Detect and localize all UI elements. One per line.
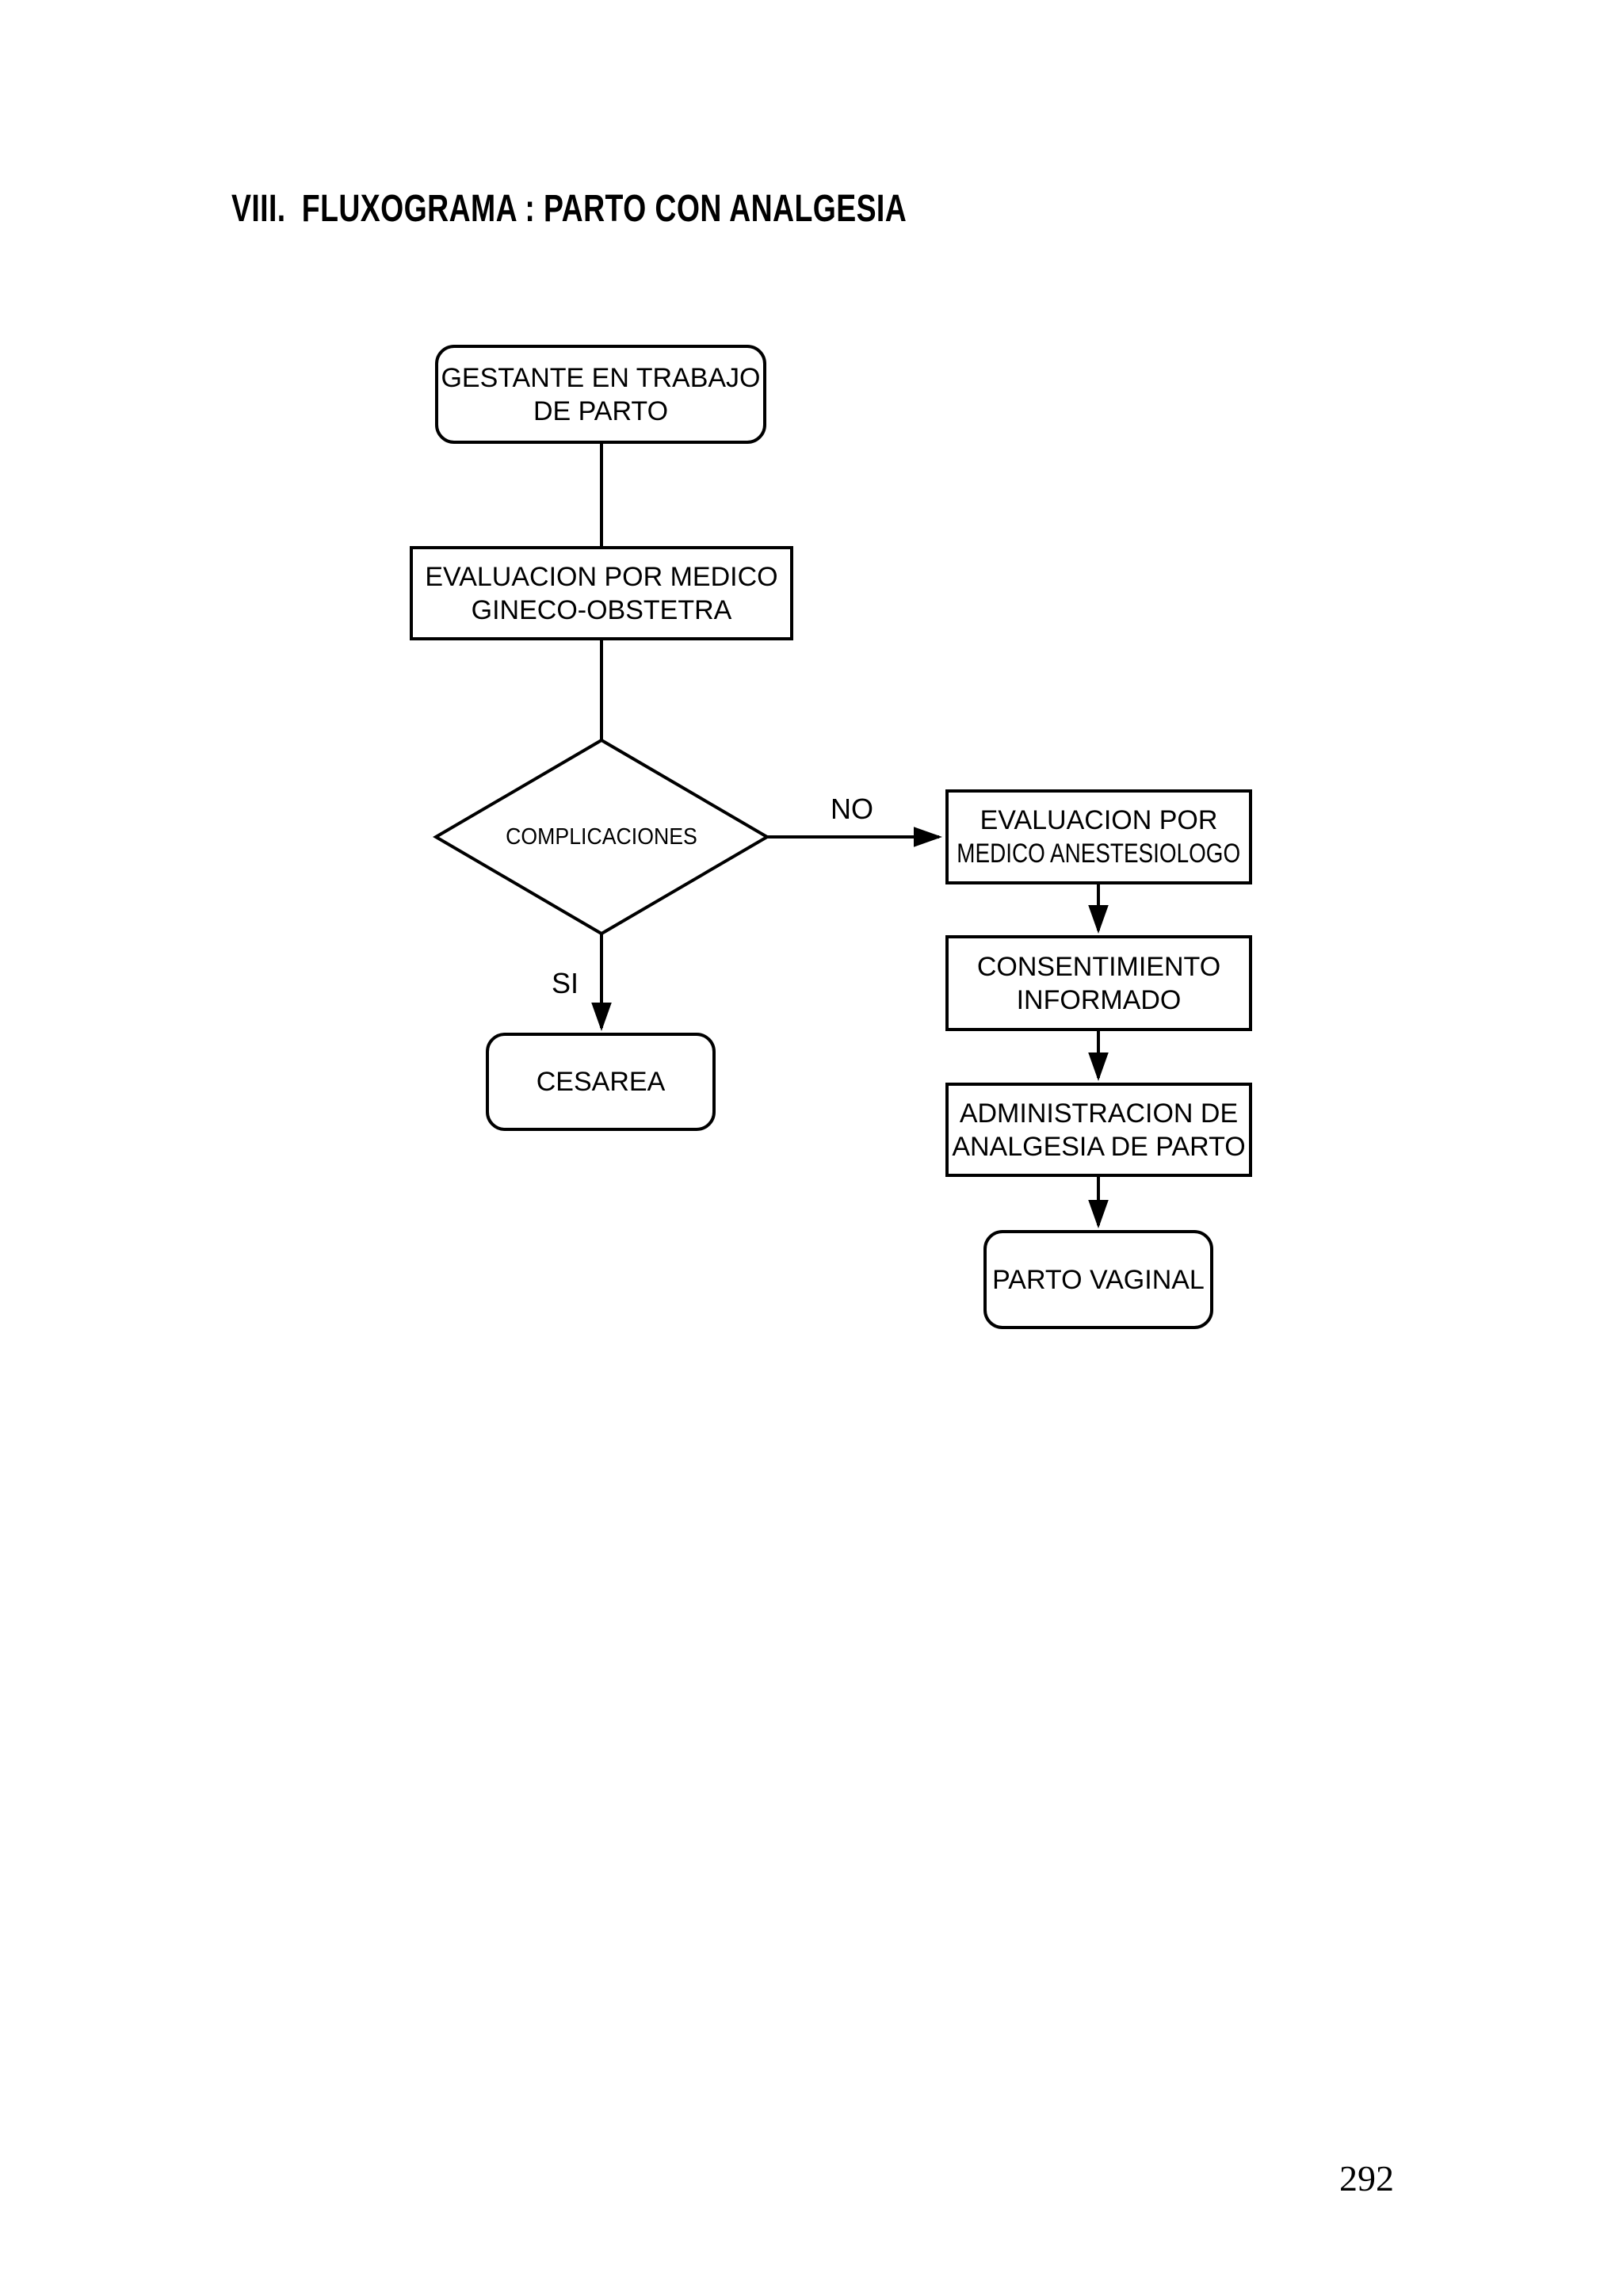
node-administracion-line1: ADMINISTRACION DE: [959, 1098, 1239, 1129]
node-anestesiologo-line1: EVALUACION POR: [980, 805, 1218, 835]
heading-title: FLUXOGRAMA : PARTO CON ANALGESIA: [301, 188, 907, 230]
node-evaluacion-gineco-obstetra: EVALUACION POR MEDICO GINECO-OBSTETRA: [410, 546, 793, 640]
page-number: 292: [1339, 2158, 1394, 2199]
page-heading: VIII. FLUXOGRAMA : PARTO CON ANALGESIA: [231, 190, 907, 228]
node-cesarea-label: CESAREA: [536, 1067, 666, 1097]
node-administracion-analgesia: ADMINISTRACION DE ANALGESIA DE PARTO: [945, 1083, 1252, 1177]
node-consentimiento-line1: CONSENTIMIENTO: [976, 951, 1221, 982]
node-gineco-line1: EVALUACION POR MEDICO: [425, 561, 778, 592]
node-parto-vaginal-label: PARTO VAGINAL: [992, 1264, 1205, 1295]
node-anestesiologo-line2: MEDICO ANESTESIOLOGO: [957, 839, 1241, 869]
node-gestante-line1: GESTANTE EN TRABAJO: [441, 362, 761, 393]
node-cesarea: CESAREA: [486, 1033, 716, 1131]
node-gestante-trabajo-parto: GESTANTE EN TRABAJO DE PARTO: [435, 345, 766, 444]
node-gestante-line2: DE PARTO: [533, 395, 669, 426]
node-consentimiento-informado: CONSENTIMIENTO INFORMADO: [945, 935, 1252, 1031]
heading-numeral: VIII.: [231, 188, 286, 230]
decision-complicaciones-label: COMPLICACIONES: [506, 824, 697, 850]
branch-label-no: NO: [831, 793, 873, 825]
node-gineco-line2: GINECO-OBSTETRA: [471, 594, 732, 625]
node-administracion-line2: ANALGESIA DE PARTO: [952, 1131, 1246, 1162]
node-evaluacion-anestesiologo: EVALUACION POR MEDICO ANESTESIOLOGO: [945, 789, 1252, 884]
node-consentimiento-line2: INFORMADO: [1016, 984, 1182, 1015]
branch-label-si: SI: [552, 967, 579, 999]
node-parto-vaginal: PARTO VAGINAL: [983, 1230, 1213, 1329]
